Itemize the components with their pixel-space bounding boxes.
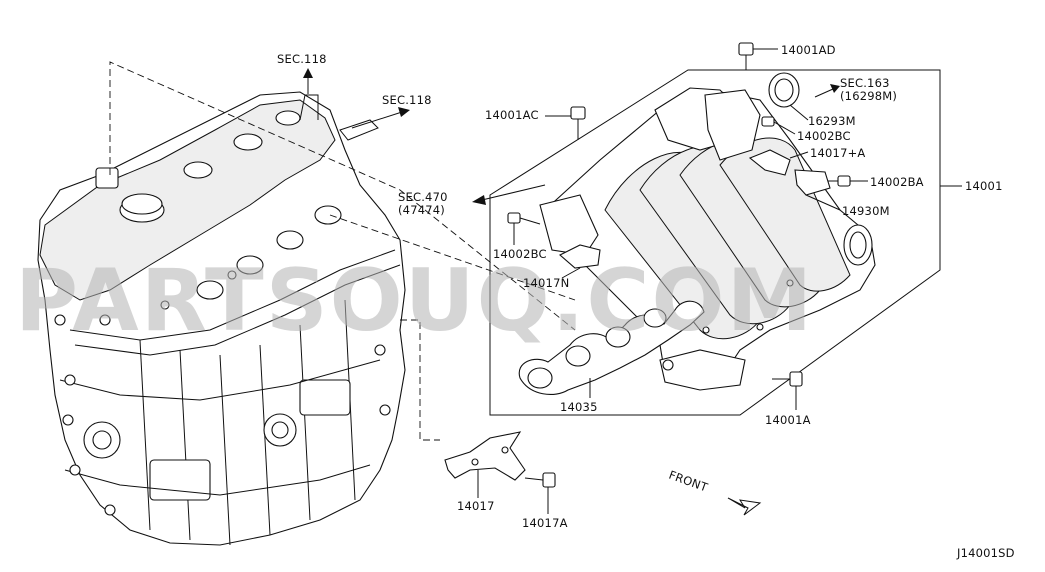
label-14017A[interactable]: 14017A (522, 516, 568, 530)
label-sec470-sub: (47474) (398, 203, 445, 217)
sensor-14930m-drawing (794, 169, 841, 211)
label-14001AD[interactable]: 14001AD (781, 43, 836, 57)
engine-block-drawing (37, 91, 406, 546)
label-sec163[interactable]: SEC.163 (840, 76, 890, 90)
label-14001AC[interactable]: 14001AC (485, 108, 539, 122)
bolt-14001ad-drawing (738, 42, 778, 70)
label-14002BC-left[interactable]: 14002BC (493, 247, 547, 261)
bolt-14017a-drawing (524, 472, 556, 488)
label-14035[interactable]: 14035 (560, 400, 598, 414)
intake-manifold-drawing (539, 87, 876, 391)
bolt-14001ac-drawing (545, 106, 586, 140)
label-14002BC-top[interactable]: 14002BC (797, 129, 851, 143)
label-sec163-sub: (16298M) (840, 89, 897, 103)
bracket-14017-drawing (444, 431, 526, 481)
label-14930M[interactable]: 14930M (842, 204, 890, 218)
label-14017[interactable]: 14017 (457, 499, 495, 513)
label-sec118-right[interactable]: SEC.118 (382, 93, 432, 107)
label-14001A[interactable]: 14001A (765, 413, 811, 427)
diagram-code: J14001SD (956, 546, 1015, 560)
gasket-14035-drawing (518, 300, 705, 396)
label-sec470[interactable]: SEC.470 (398, 190, 448, 204)
label-sec118-top[interactable]: SEC.118 (277, 52, 327, 66)
watermark: PARTSOUQ.COM (15, 251, 814, 351)
label-14017N[interactable]: 14017N (523, 276, 569, 290)
manifold-group-box (489, 69, 941, 416)
label-14002BA[interactable]: 14002BA (870, 175, 924, 189)
label-16293M[interactable]: 16293M (808, 114, 856, 128)
label-14017A-plus[interactable]: 14017+A (810, 146, 866, 160)
label-14001[interactable]: 14001 (965, 179, 1003, 193)
front-label: FRONT (667, 468, 710, 495)
